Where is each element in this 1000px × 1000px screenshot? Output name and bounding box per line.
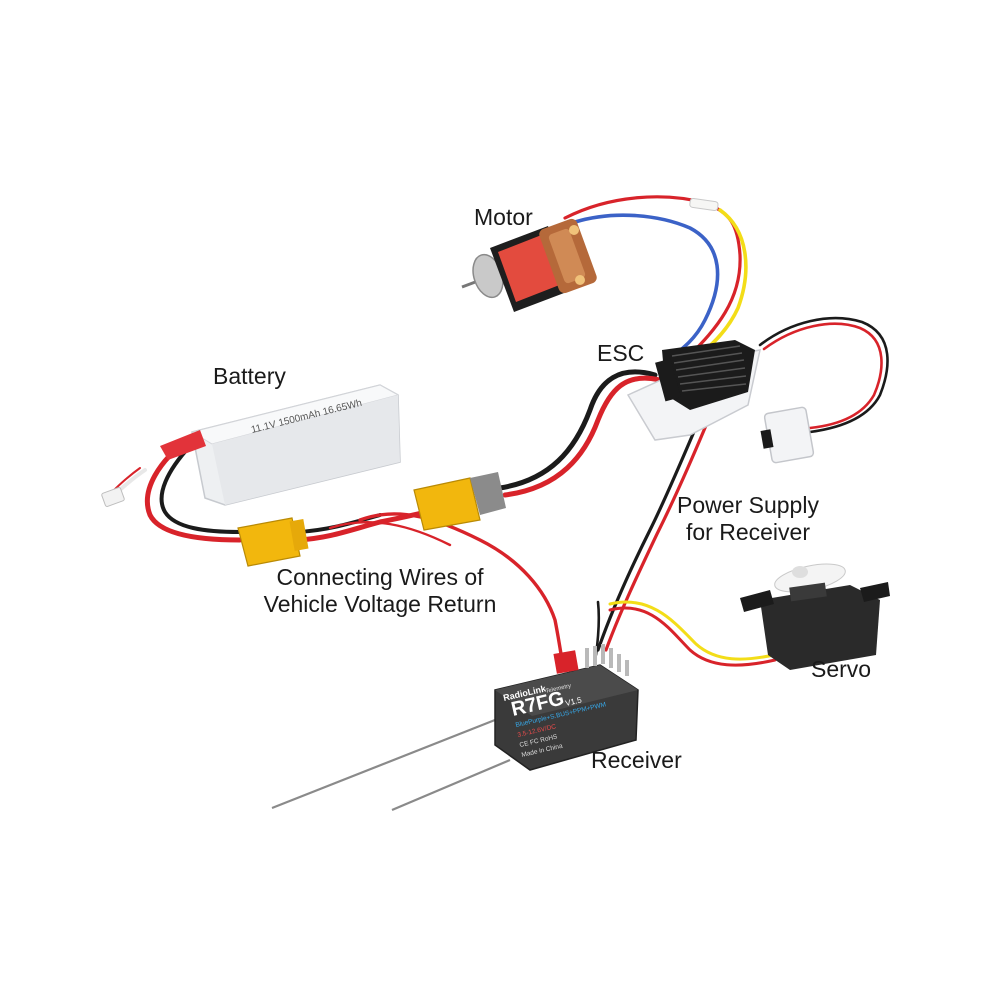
esc-power-wires: [500, 372, 660, 495]
power-supply-label-line1: Power Supply: [668, 492, 828, 519]
power-supply-label: Power Supply for Receiver: [668, 492, 828, 546]
motor: [462, 217, 598, 312]
battery: 11.1V 1500mAh 16.65Wh: [101, 385, 400, 507]
battery-label: Battery: [213, 363, 286, 390]
power-supply-label-line2: for Receiver: [668, 519, 828, 546]
esc-switch: [761, 407, 815, 464]
receiver-antennas: [272, 718, 510, 810]
esc: [628, 340, 760, 440]
esc-label: ESC: [597, 340, 644, 367]
xt60-connector-left: [238, 518, 308, 566]
connecting-wires-label: Connecting Wires of Vehicle Voltage Retu…: [252, 564, 508, 618]
connecting-wires-label-line2: Vehicle Voltage Return: [252, 591, 508, 618]
xt60-connector-right: [414, 472, 506, 530]
motor-label: Motor: [474, 204, 533, 231]
receiver-label: Receiver: [591, 747, 682, 774]
servo: [740, 559, 890, 670]
servo-label: Servo: [811, 656, 871, 683]
connecting-wires-label-line1: Connecting Wires of: [252, 564, 508, 591]
